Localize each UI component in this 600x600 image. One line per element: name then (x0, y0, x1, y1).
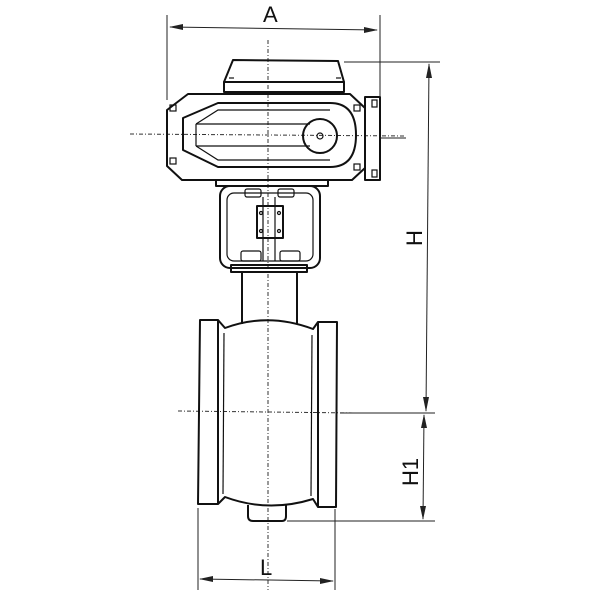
valve-body (197, 319, 338, 522)
dimension-H1: H1 (398, 414, 427, 520)
dimension-A: A (169, 2, 378, 33)
actuator-housing (166, 93, 381, 187)
dim-label-H: H (402, 230, 427, 246)
bolt-icon (353, 163, 361, 171)
indicator-dial-icon (302, 118, 338, 154)
dimension-L: L (199, 555, 334, 584)
extension-lines (166, 15, 440, 590)
flange-left (197, 319, 219, 505)
mounting-bracket (219, 185, 321, 273)
bolt-icon (169, 104, 177, 112)
dim-label-A: A (263, 2, 278, 27)
flange-right (317, 321, 338, 508)
coupling (256, 205, 284, 239)
dimension-H: H (402, 63, 432, 412)
dim-label-H1: H1 (398, 458, 423, 486)
bolt-icon (353, 104, 361, 112)
actuator-cover (223, 59, 345, 93)
dim-label-L: L (260, 555, 272, 580)
center-lines (129, 40, 407, 590)
pipe-horizontal-centerline (177, 410, 357, 414)
bolt-icon (169, 157, 177, 165)
actuator-horizontal-centerline (129, 133, 407, 137)
valve-neck (241, 272, 298, 324)
bottom-boss (247, 505, 287, 522)
